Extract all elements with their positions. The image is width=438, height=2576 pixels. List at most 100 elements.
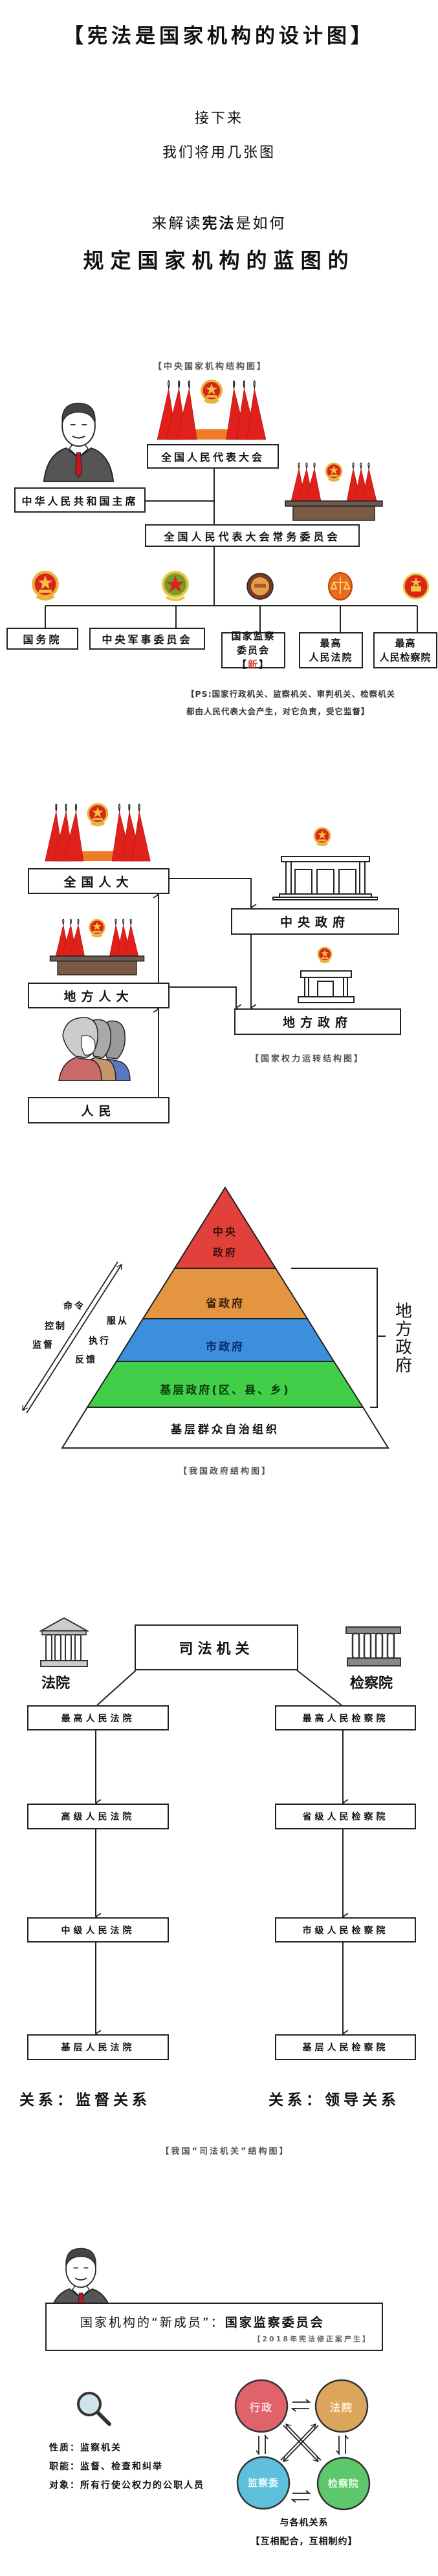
supervision-line-1: 国家监察 — [231, 630, 276, 642]
court-emblem-icon — [328, 572, 353, 601]
supervision-emblem-icon — [246, 573, 274, 600]
national-npc-flags-illustration — [43, 803, 152, 862]
court-line-2: 人民法院 — [309, 652, 353, 663]
label-feedback: 反馈 — [75, 1355, 97, 1365]
circle-label-court: 法院 — [329, 2401, 353, 2414]
headline-pre: 国家机构的“新成员”： — [80, 2315, 225, 2330]
president-illustration — [43, 402, 115, 482]
court-relation: 关系：监督关系 — [19, 2092, 151, 2109]
circle-label-admin: 行政 — [249, 2401, 273, 2414]
court-building-icon — [39, 1617, 89, 1667]
fact-key: 性质： — [49, 2443, 80, 2453]
fact-value: 监督、检查和纠举 — [80, 2462, 163, 2472]
intro-line-4: 规定国家机构的蓝图的 — [83, 248, 355, 273]
pyramid-label-central: 中央 政府 — [193, 1222, 257, 1263]
intro-line-3-pre: 来解读 — [151, 215, 203, 232]
magnifier-icon — [77, 2392, 111, 2426]
npc-flags-illustration — [157, 379, 266, 440]
ps-line-2: 都由人民代表大会产生，对它负责，受它监督】 — [186, 707, 370, 716]
supervision-facts: 性质：监察机关 职能：监督、检查和纠举 对象：所有行使公权力的公职人员 — [49, 2439, 204, 2495]
label-control: 控制 — [45, 1321, 67, 1332]
fact-nature: 性质：监察机关 — [49, 2439, 204, 2458]
label-command: 命令 — [63, 1301, 85, 1312]
supervision-line-2: 委员会【新】 — [223, 643, 284, 672]
box-local-npc: 地方人大 — [28, 983, 170, 1008]
procuratorate-label: 检察院 — [350, 1676, 393, 1692]
ps-note: 【PS:国家行政机关、监察机关、审判机关、检察机关 都由人民代表大会产生，对它负… — [186, 685, 395, 720]
procuratorate-level-box: 最高人民检察院 — [275, 1705, 416, 1730]
procuratorate-level-box: 基层人民检察院 — [275, 2034, 416, 2060]
box-national-supervisory-commission: 国家监察 委员会【新】 — [221, 630, 285, 670]
pyramid-level-province — [142, 1268, 309, 1319]
fact-key: 职能： — [49, 2462, 80, 2472]
box-central-government: 中央政府 — [231, 908, 399, 935]
intro-line-3-post: 是如何 — [235, 215, 287, 232]
procuratorate-building-icon — [345, 1626, 401, 1666]
people-illustration — [58, 1017, 131, 1081]
fact-key: 对象： — [49, 2480, 80, 2491]
procuratorate-emblem-icon — [402, 573, 430, 600]
pyramid-label-central-2: 政府 — [212, 1246, 237, 1259]
box-supreme-court: 最高人民法院 — [299, 632, 363, 668]
arrow-npc-to-central-gov — [170, 878, 251, 908]
circle-label-supervision: 监察委 — [247, 2477, 279, 2489]
court-level-box: 最高人民法院 — [27, 1705, 169, 1730]
new-member-banner: 国家机构的“新成员”：国家监察委员会 【2018年宪法修正案产生】 — [45, 2303, 383, 2351]
local-government-building-icon — [298, 946, 355, 1003]
power-structure-caption: 【国家权力运转结构图】 — [250, 1054, 364, 1064]
box-state-council: 国务院 — [6, 628, 78, 650]
circle-label-procuratorate: 检察院 — [327, 2478, 359, 2489]
supervision-line-2-post: 】 — [259, 659, 270, 670]
main-title: 【宪法是国家机构的设计图】 — [63, 25, 375, 48]
judicial-structure-caption: 【我国“司法机关”结构图】 — [160, 2147, 290, 2156]
official-illustration — [49, 2248, 113, 2303]
court-label: 法院 — [41, 1676, 71, 1692]
supervision-line-2-pre: 委员会【 — [236, 644, 270, 670]
box-people: 人民 — [28, 1097, 170, 1123]
intro-line-1: 接下来 — [194, 111, 243, 127]
procuratorate-level-box: 省级人民检察院 — [275, 1804, 416, 1829]
intro-line-2: 我们将用几张图 — [162, 145, 276, 161]
new-badge: 新 — [247, 659, 259, 670]
court-line-1: 最高 — [320, 637, 342, 649]
box-supreme-procuratorate: 最高人民检察院 — [373, 632, 437, 668]
bracket-label-local-government: 地方政府 — [395, 1302, 413, 1376]
npcsc-flags-illustration — [285, 462, 383, 521]
pyramid-label-province: 省政府 — [206, 1297, 245, 1310]
government-structure-caption: 【我国政府结构图】 — [178, 1467, 272, 1476]
procuratorate-level-box: 市级人民检察院 — [275, 1917, 416, 1943]
procuratorate-line-1: 最高 — [395, 637, 416, 649]
relation-title: 与各机关系 — [279, 2518, 329, 2528]
court-level-box: 基层人民法院 — [27, 2034, 169, 2060]
banner-headline: 国家机构的“新成员”：国家监察委员会 — [80, 2313, 325, 2330]
box-president: 中华人民共和国主席 — [14, 487, 146, 513]
intro-line-3: 来解读宪法是如何 — [0, 211, 438, 233]
ps-line-1: 【PS:国家行政机关、监察机关、审判机关、检察机关 — [186, 689, 396, 699]
label-obey: 服从 — [107, 1316, 129, 1326]
pyramid-label-city: 市政府 — [206, 1341, 245, 1354]
procuratorate-relation: 关系：领导关系 — [268, 2092, 400, 2109]
court-level-box: 中级人民法院 — [27, 1917, 169, 1943]
box-npc-standing-committee: 全国人民代表大会常务委员会 — [145, 524, 360, 547]
box-national-npc: 全国人大 — [28, 868, 170, 894]
label-supervise: 监督 — [32, 1340, 54, 1350]
fact-target: 对象：所有行使公权力的公职人员 — [49, 2476, 204, 2495]
central-government-building-icon — [272, 827, 378, 900]
arrow-local-npc-to-local-gov — [170, 986, 236, 1008]
national-emblem-icon — [31, 570, 60, 602]
fact-function: 职能：监督、检查和纠举 — [49, 2458, 204, 2476]
military-emblem-icon — [162, 571, 189, 601]
intro-line-3-emphasis: 宪法 — [202, 215, 236, 232]
relation-note: 【互相配合，互相制约】 — [250, 2537, 358, 2547]
local-npc-flags-illustration — [48, 919, 146, 975]
box-judicial-organs: 司法机关 — [135, 1624, 298, 1670]
label-execute: 执行 — [89, 1336, 111, 1347]
headline-bold: 国家监察委员会 — [224, 2315, 325, 2330]
fact-value: 所有行使公权力的公职人员 — [80, 2480, 204, 2491]
procuratorate-line-2: 人民检察院 — [379, 652, 432, 663]
pyramid-label-mass-organizations: 基层群众自治组织 — [171, 1423, 279, 1436]
banner-subline: 【2018年宪法修正案产生】 — [253, 2335, 371, 2343]
central-structure-caption: 【中央国家机构结构图】 — [153, 362, 267, 372]
court-level-box: 高级人民法院 — [27, 1804, 169, 1829]
